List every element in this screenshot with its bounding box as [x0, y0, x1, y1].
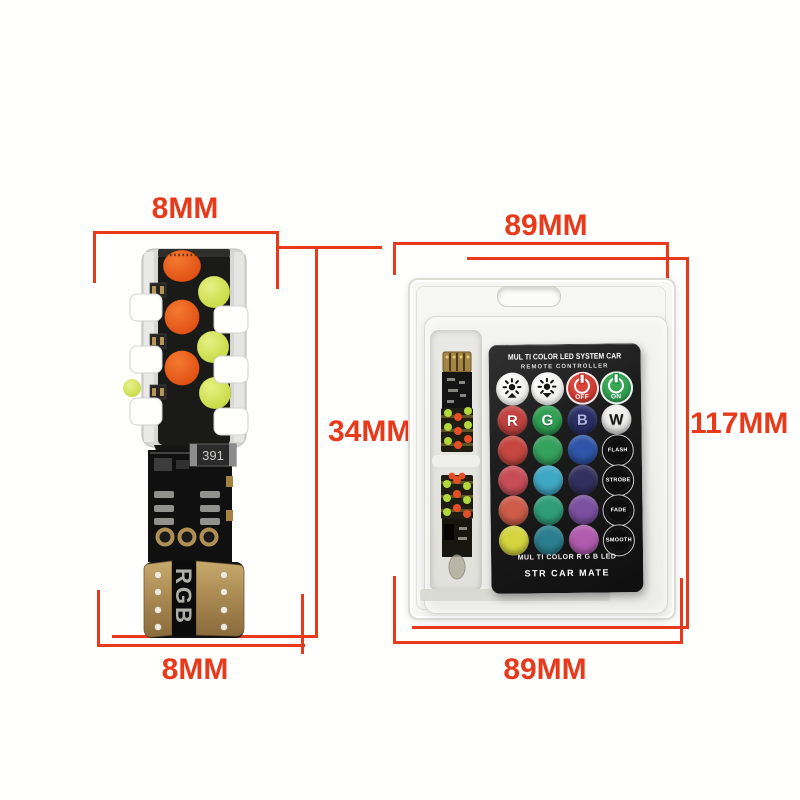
power-on-button: ON — [599, 370, 633, 405]
button-label: R — [506, 412, 518, 430]
color-button-r5c2 — [533, 495, 564, 526]
key-button-g: G — [532, 405, 563, 436]
power-off-button: OFF — [565, 371, 599, 405]
brightness-up-button — [495, 371, 529, 406]
color-button-r4c1 — [497, 465, 529, 496]
color-button-r4c2 — [532, 465, 564, 496]
sun-arrow-up-icon — [502, 378, 522, 398]
bulb-channel-divider — [432, 455, 480, 467]
dim-line — [666, 242, 669, 292]
bulb-chip-label: 391 — [202, 448, 224, 463]
button-label: FLASH — [607, 447, 628, 454]
color-button-r6c2 — [533, 525, 565, 556]
mode-button-strobe: STROBE — [601, 464, 635, 497]
button-label: W — [609, 410, 624, 428]
dim-line — [680, 578, 683, 644]
dim-line — [93, 231, 96, 283]
button-label: G — [541, 411, 554, 429]
button-label: SMOOTH — [605, 537, 632, 544]
key-button-b: B — [567, 404, 598, 435]
power-icon — [573, 377, 591, 394]
color-button-r5c3 — [568, 494, 599, 525]
color-button-r5c1 — [498, 495, 529, 526]
dim-package-width-top: 89MM — [504, 209, 588, 242]
dim-line — [276, 231, 279, 289]
dim-line — [97, 644, 305, 647]
dim-line — [393, 576, 396, 644]
dim-package-height: 117MM — [690, 407, 789, 440]
color-button-r3c1 — [497, 435, 528, 466]
dim-line — [301, 594, 304, 654]
dim-line — [315, 246, 318, 638]
button-label: B — [576, 411, 588, 429]
sun-arrow-down-icon — [537, 377, 557, 398]
dim-line — [93, 231, 279, 234]
color-button-r6c1 — [498, 525, 530, 556]
color-button-grid: R G B W FLASH STROBE FADE SMOOTH — [488, 344, 640, 557]
button-label: STROBE — [605, 477, 631, 484]
dim-line — [276, 246, 382, 249]
color-button-r3c2 — [532, 435, 563, 466]
mode-button-flash: FLASH — [601, 434, 634, 467]
packaged-bulbs-photo — [441, 351, 473, 580]
dim-bulb-width-top: 8MM — [151, 192, 219, 225]
dim-line — [467, 257, 689, 260]
dim-package-width-bottom: 89MM — [503, 653, 587, 686]
remote-subtitle: REMOTE CONTROLLER — [520, 363, 609, 371]
dim-line — [393, 242, 669, 245]
color-button-r3c3 — [567, 434, 598, 465]
mode-button-smooth: SMOOTH — [602, 524, 636, 557]
key-button-r: R — [497, 405, 528, 436]
dim-line — [412, 626, 689, 629]
dim-line — [393, 242, 396, 275]
dim-bulb-height: 34MM — [328, 415, 412, 448]
hang-slot — [497, 286, 561, 307]
dim-bulb-width-bottom: 8MM — [161, 653, 229, 686]
remote-controller: MUL TI COLOR LED SYSTEM CAR REMOTE CONTR… — [488, 343, 644, 594]
remote-title: MUL TI COLOR LED SYSTEM CAR — [507, 351, 622, 362]
power-off-label: OFF — [575, 393, 590, 401]
color-button-r4c3 — [567, 464, 599, 495]
remote-footer-line2: STR CAR MATE — [524, 567, 611, 579]
power-on-label: ON — [610, 392, 622, 400]
dim-line — [393, 641, 683, 644]
dim-line — [97, 590, 100, 647]
dim-line — [686, 257, 689, 629]
button-label: FADE — [610, 507, 627, 514]
power-icon — [607, 376, 625, 393]
led-bulb-photo: 391 RGB — [123, 248, 249, 638]
bulb-base-label: RGB — [171, 568, 196, 626]
key-button-w: W — [601, 404, 632, 435]
color-button-r6c3 — [568, 524, 600, 555]
brightness-down-button — [530, 371, 564, 405]
mode-button-fade: FADE — [602, 494, 635, 527]
remote-footer-line1: MUL TI COLOR R G B LED — [517, 553, 617, 562]
